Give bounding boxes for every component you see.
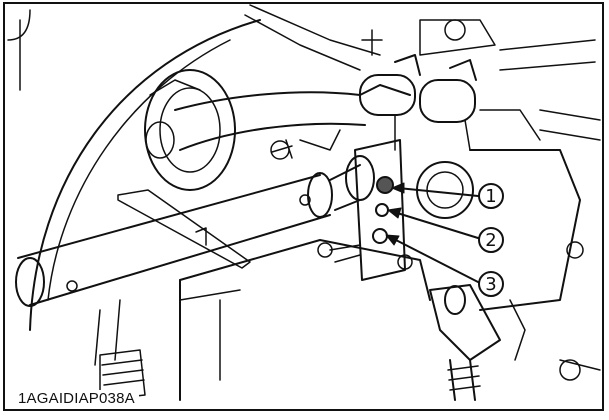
hub-flange: [144, 69, 236, 191]
upper-arm-linkage: [174, 4, 411, 160]
callout-3-label: 3: [485, 274, 496, 295]
bracket-plate: [329, 139, 406, 281]
figure-reference-code: 1AGAIDIAP038A: [14, 390, 139, 407]
callout-1-label: 1: [485, 186, 496, 207]
base-plate: [179, 239, 431, 401]
tie-rod-tube: [15, 155, 375, 307]
wheel-disc: [7, 9, 261, 331]
left-spring: [99, 349, 146, 401]
callout-3: 3: [385, 234, 504, 297]
callout-2-label: 2: [485, 230, 496, 251]
figure-border: [3, 2, 604, 411]
callout-1: 1: [391, 182, 504, 209]
callout-2: 2: [387, 207, 504, 253]
cross-bar-tool: [94, 189, 251, 366]
lower-arm: [429, 284, 526, 401]
